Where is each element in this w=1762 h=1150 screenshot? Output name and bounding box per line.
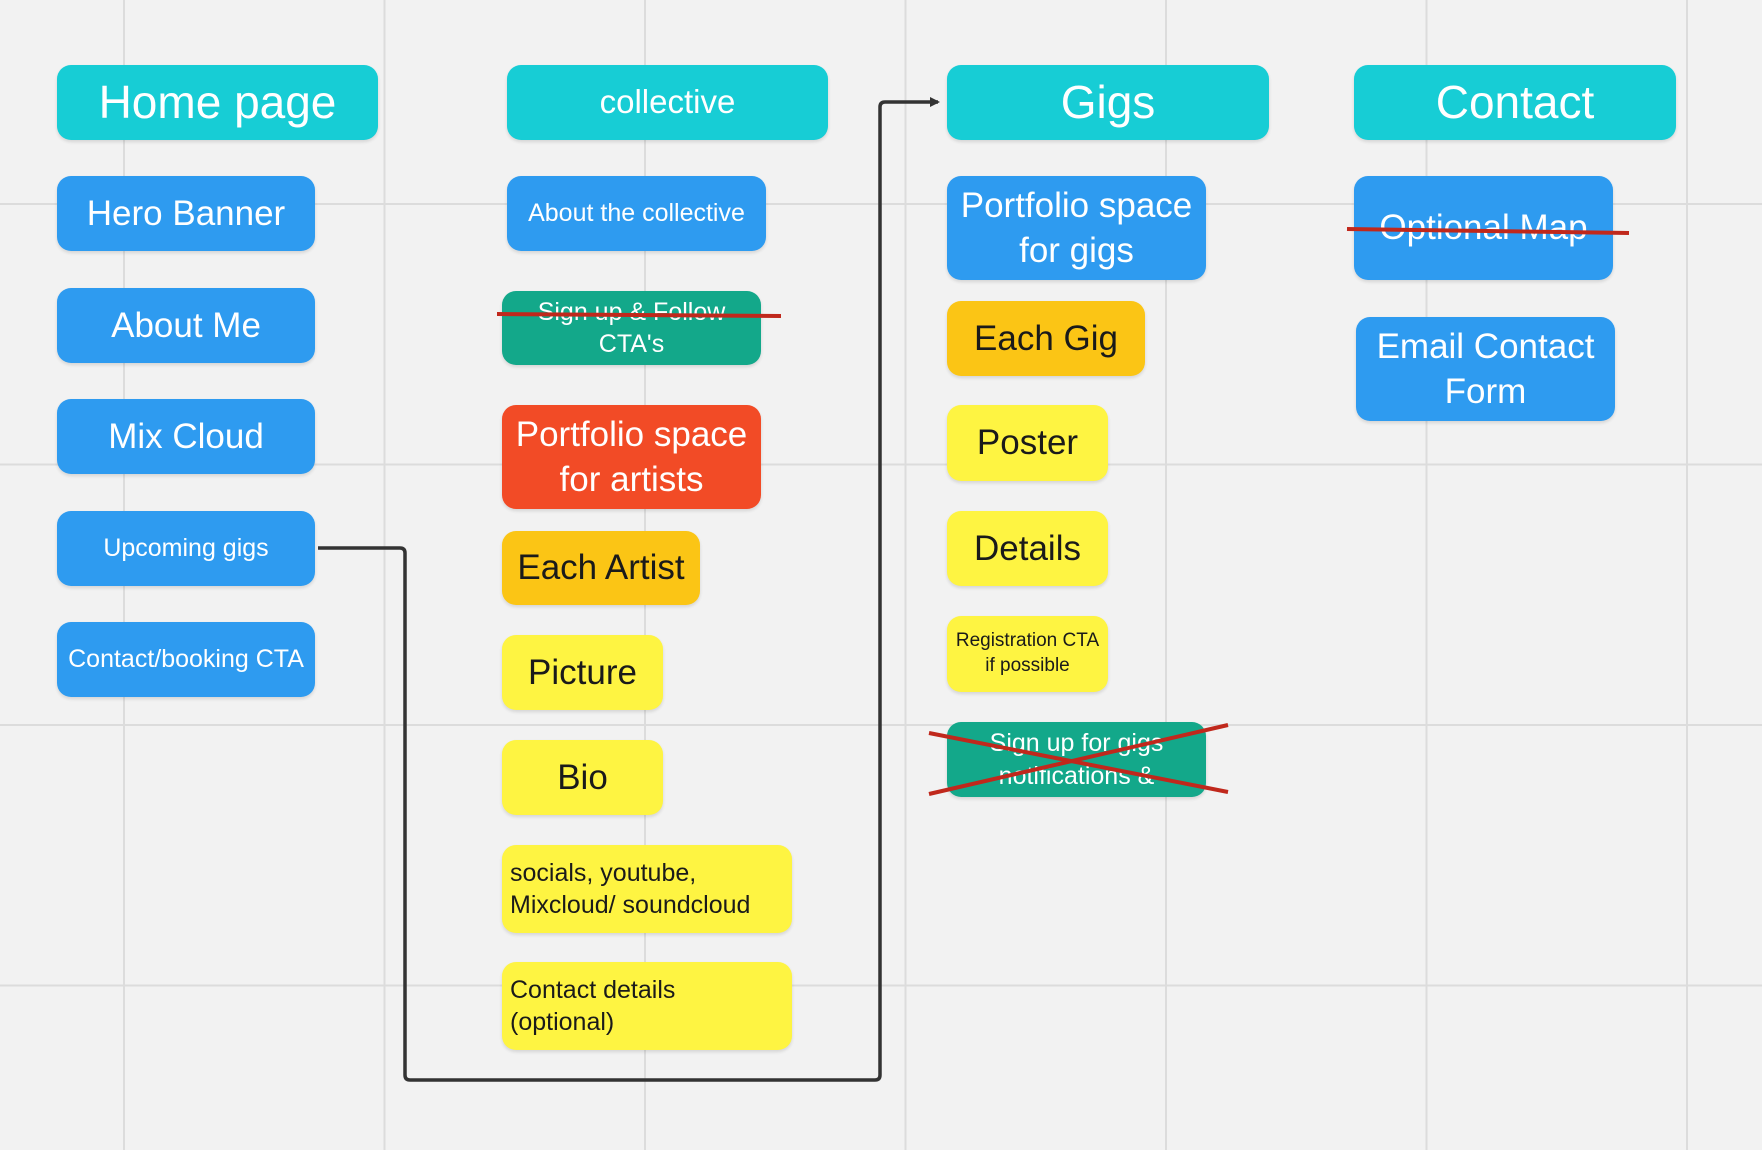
hero-banner-card[interactable]: Hero Banner bbox=[57, 176, 315, 251]
about-the-collective-card[interactable]: About the collective bbox=[507, 176, 766, 251]
socials-card[interactable]: socials, youtube, Mixcloud/ soundcloud bbox=[502, 845, 792, 933]
sign-up-gigs-notifications-card[interactable]: Sign up for gigs notifications & bbox=[947, 722, 1206, 797]
email-contact-form-card[interactable]: Email Contact Form bbox=[1356, 317, 1615, 421]
poster-card[interactable]: Poster bbox=[947, 405, 1108, 481]
contact-header[interactable]: Contact bbox=[1354, 65, 1676, 140]
portfolio-space-artists-card[interactable]: Portfolio space for artists bbox=[502, 405, 761, 509]
picture-card[interactable]: Picture bbox=[502, 635, 663, 710]
each-artist-card[interactable]: Each Artist bbox=[502, 531, 700, 605]
collective-header[interactable]: collective bbox=[507, 65, 828, 140]
details-card[interactable]: Details bbox=[947, 511, 1108, 586]
upcoming-gigs-card[interactable]: Upcoming gigs bbox=[57, 511, 315, 586]
about-me-card[interactable]: About Me bbox=[57, 288, 315, 363]
mix-cloud-card[interactable]: Mix Cloud bbox=[57, 399, 315, 474]
each-gig-card[interactable]: Each Gig bbox=[947, 301, 1145, 376]
home-page-header[interactable]: Home page bbox=[57, 65, 378, 140]
gigs-header[interactable]: Gigs bbox=[947, 65, 1269, 140]
contact-details-card[interactable]: Contact details (optional) bbox=[502, 962, 792, 1050]
portfolio-space-gigs-card[interactable]: Portfolio space for gigs bbox=[947, 176, 1206, 280]
optional-map-card[interactable]: Optional Map bbox=[1354, 176, 1613, 280]
registration-cta-card[interactable]: Registration CTA if possible bbox=[947, 616, 1108, 692]
contact-booking-cta-card[interactable]: Contact/booking CTA bbox=[57, 622, 315, 697]
bio-card[interactable]: Bio bbox=[502, 740, 663, 815]
sign-up-follow-cta-card[interactable]: Sign up & Follow CTA's bbox=[502, 291, 761, 365]
